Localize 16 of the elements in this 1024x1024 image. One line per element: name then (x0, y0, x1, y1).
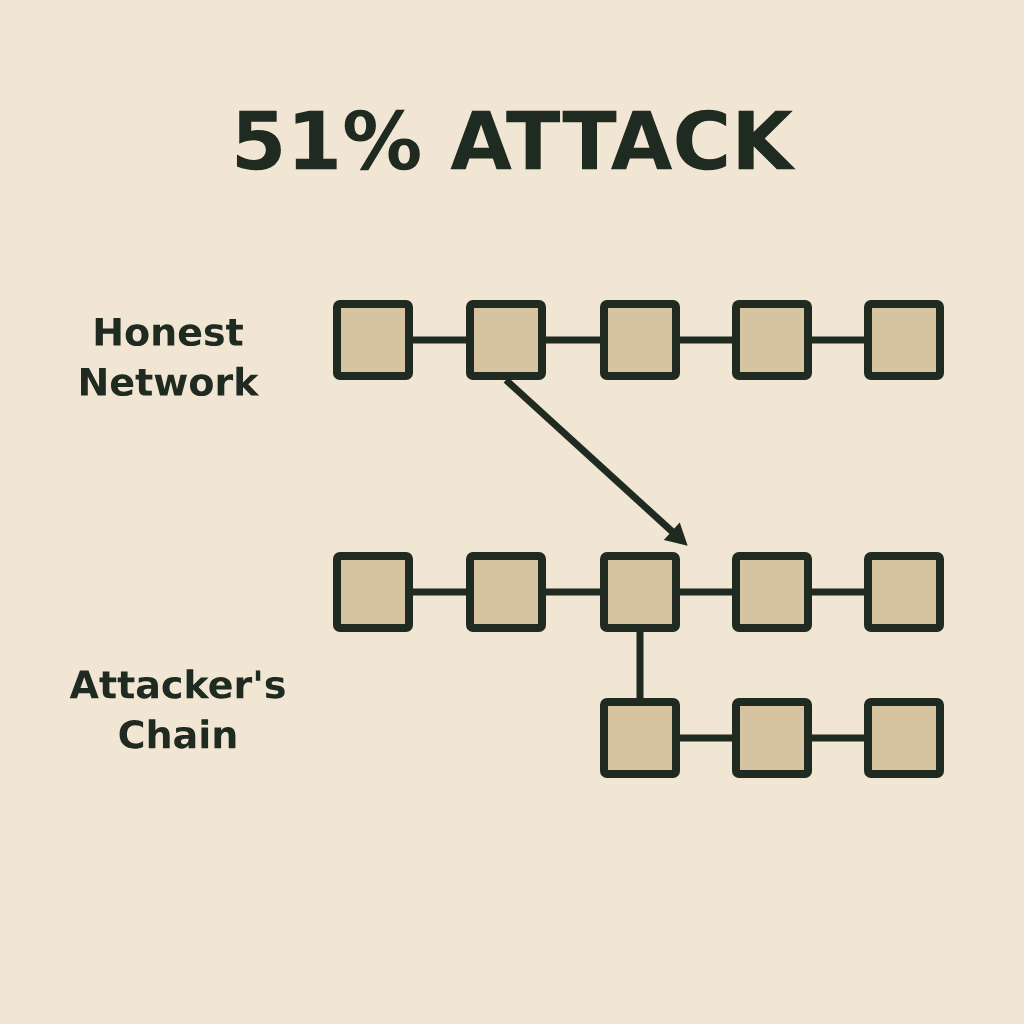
title: 51% ATTACK (236, 109, 796, 171)
row-label: Honest Network (81, 317, 260, 397)
block-box (466, 552, 546, 632)
block-box (732, 300, 812, 380)
block-box (864, 300, 944, 380)
block-box (732, 698, 812, 778)
block-box (600, 552, 680, 632)
block-box (600, 300, 680, 380)
block-box (864, 552, 944, 632)
block-box (333, 300, 413, 380)
block-box (732, 552, 812, 632)
block-box (466, 300, 546, 380)
row-label: Attacker's Chain (69, 669, 285, 749)
block-box (600, 698, 680, 778)
block-box (864, 698, 944, 778)
block-box (333, 552, 413, 632)
